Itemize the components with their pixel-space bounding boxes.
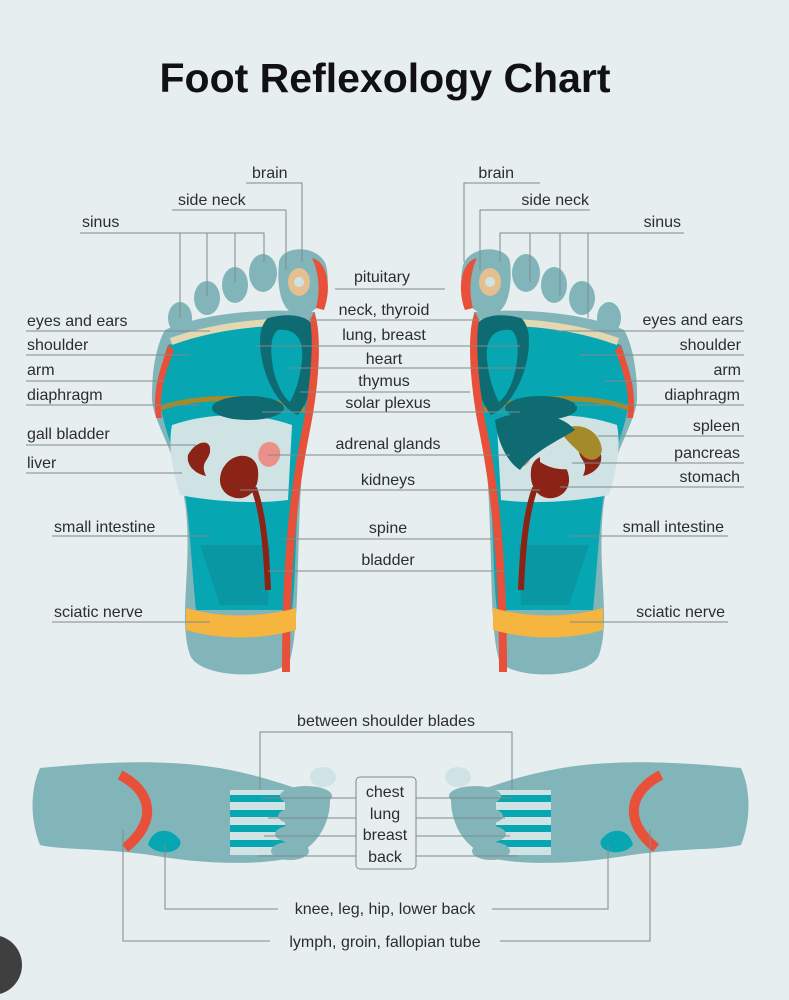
label-diaphragm-left: diaphragm xyxy=(27,387,103,404)
label-sciatic-nerve-right: sciatic nerve xyxy=(636,604,725,621)
label-sinus-right: sinus xyxy=(644,214,681,231)
label-pancreas: pancreas xyxy=(674,445,740,462)
left-sole-illustration xyxy=(152,249,328,674)
label-bladder: bladder xyxy=(361,552,415,569)
pancreas-region xyxy=(540,443,578,470)
label-side-neck-right: side neck xyxy=(521,192,590,209)
right-top-foot-illustration xyxy=(445,762,749,863)
label-side-neck-left: side neck xyxy=(178,192,247,209)
label-lung-breast: lung, breast xyxy=(342,327,426,344)
label-solar-plexus: solar plexus xyxy=(345,395,430,412)
label-chest: chest xyxy=(366,784,405,801)
label-spleen: spleen xyxy=(693,418,740,435)
label-diaphragm-right: diaphragm xyxy=(664,387,740,404)
label-pituitary: pituitary xyxy=(354,269,410,286)
label-back: back xyxy=(368,849,403,866)
label-neck-thyroid: neck, thyroid xyxy=(339,302,430,319)
label-thymus: thymus xyxy=(358,373,410,390)
label-adrenal-glands: adrenal glands xyxy=(336,436,441,453)
label-gall-bladder: gall bladder xyxy=(27,426,110,443)
spleen-region xyxy=(560,426,602,460)
leader-lines xyxy=(26,182,744,942)
page-title: Foot Reflexology Chart xyxy=(159,55,610,101)
label-lymph-groin-fallopian-tube: lymph, groin, fallopian tube xyxy=(289,934,480,951)
label-eyes-and-ears-left: eyes and ears xyxy=(27,313,128,330)
stomach-region xyxy=(495,413,575,470)
label-heart: heart xyxy=(366,351,403,368)
label-spine: spine xyxy=(369,520,407,537)
label-kidneys: kidneys xyxy=(361,472,415,489)
label-arm-right: arm xyxy=(713,362,741,379)
label-brain-right: brain xyxy=(478,165,514,182)
label-breast: breast xyxy=(363,827,408,844)
label-between-shoulder-blades: between shoulder blades xyxy=(297,713,475,730)
label-knee-leg-hip-lower-back: knee, leg, hip, lower back xyxy=(295,901,477,918)
label-arm-left: arm xyxy=(27,362,55,379)
label-stomach: stomach xyxy=(680,469,740,486)
label-small-intestine-right: small intestine xyxy=(623,519,724,536)
label-shoulder-right: shoulder xyxy=(680,337,742,354)
label-sciatic-nerve-left: sciatic nerve xyxy=(54,604,143,621)
label-eyes-and-ears-right: eyes and ears xyxy=(642,312,743,329)
label-lung: lung xyxy=(370,806,400,823)
corner-circle xyxy=(0,936,22,994)
label-brain-left: brain xyxy=(252,165,288,182)
label-small-intestine-left: small intestine xyxy=(54,519,155,536)
label-shoulder-left: shoulder xyxy=(27,337,89,354)
left-top-foot-illustration xyxy=(33,762,337,863)
label-sinus-left: sinus xyxy=(82,214,119,231)
label-liver: liver xyxy=(27,455,57,472)
